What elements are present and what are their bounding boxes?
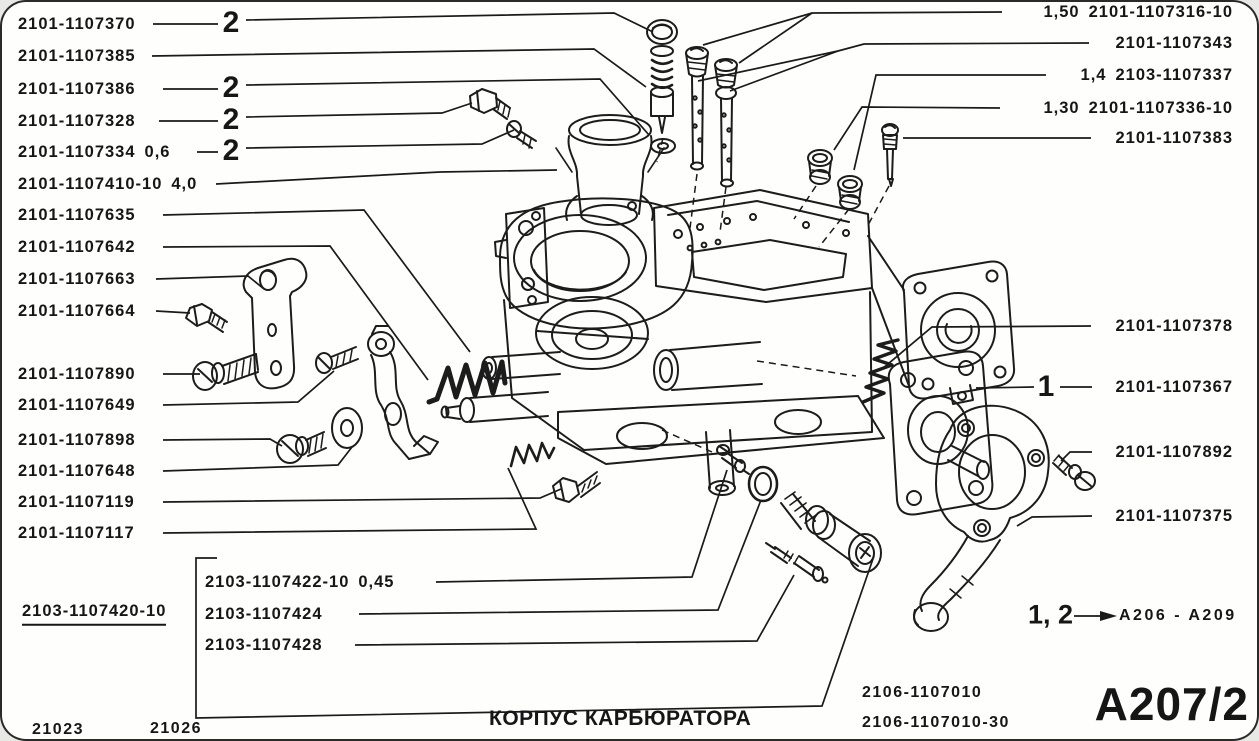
part-number-label: 2101-1107385	[18, 46, 136, 65]
position-callout: 1	[1037, 370, 1055, 403]
part-hex-screw-top	[469, 88, 511, 120]
part-number-label: 2101-1107642	[18, 237, 136, 256]
assembly-code: 2106-1107010-30	[862, 714, 1010, 731]
part-number-label: 2101-1107664	[18, 301, 136, 320]
part-number-label: 2103-1107424	[205, 604, 323, 623]
part-venturi	[555, 114, 665, 226]
quantity-callout: 2	[222, 103, 240, 136]
quantity-callout: 2	[222, 6, 240, 39]
part-plug-337	[807, 149, 833, 185]
note-arrow-icon	[1100, 611, 1117, 621]
part-number-label: 2101-1107119	[18, 492, 135, 511]
part-number-label: 2101-1107635	[18, 205, 136, 224]
part-number-label: 2101-1107663	[18, 269, 136, 288]
part-screw-890	[192, 353, 259, 391]
part-lever	[367, 325, 439, 460]
part-number-label: 2101-1107898	[18, 430, 136, 449]
part-number-label: 2101-1107343	[1115, 33, 1233, 52]
note-positions: 1, 2	[1028, 599, 1074, 630]
part-number-label: 2101-1107117	[18, 523, 135, 542]
part-pump-spring	[861, 338, 900, 404]
part-number-label: 2101-1107890	[18, 364, 136, 383]
page-title: КОРПУС КАРБЮРАТОРА	[489, 707, 752, 730]
part-screw-898	[276, 431, 327, 464]
part-number-label: 2101-1107648	[18, 461, 136, 480]
part-coil-spring	[426, 359, 508, 405]
part-number-label: 2101-1107386	[18, 79, 136, 98]
group-part-number-label: 2103-1107420-10	[22, 601, 167, 626]
part-number-label: 2103-1107428	[205, 635, 323, 654]
part-number-label: 2101-1107367	[1115, 377, 1233, 396]
part-number-label: 2101-1107649	[18, 395, 136, 414]
part-o-ring	[747, 465, 779, 503]
part-number-label: 2101-1107328	[18, 111, 136, 130]
quantity-callout: 2	[222, 71, 240, 104]
part-solenoid-valve	[780, 491, 882, 573]
part-number-label: 2101-1107378	[1115, 316, 1233, 335]
part-bracket	[242, 257, 308, 390]
carburetor-body	[440, 189, 1016, 496]
part-number-label: 2101-1107375	[1115, 506, 1233, 525]
part-needle	[765, 542, 829, 584]
part-adjusting-screw	[646, 19, 678, 154]
part-main-jets-emulsion-tubes	[685, 46, 738, 188]
part-needle-screw-383	[881, 123, 899, 187]
part-number-label: 2101-1107383	[1115, 128, 1233, 147]
assembly-code: 2106-1107010	[862, 684, 983, 701]
part-screw-649	[315, 346, 359, 374]
note-reference: A206 - A209	[1119, 607, 1237, 624]
part-small-spring	[509, 441, 556, 468]
part-pump-cover	[913, 404, 1050, 632]
part-needle-jet	[716, 444, 750, 475]
sheet-number: A207/2	[1094, 678, 1249, 730]
part-hex-bolt	[185, 303, 228, 333]
part-number-label: 2101-1107370	[18, 14, 136, 33]
part-number-label: 2101-1107892	[1115, 442, 1233, 461]
part-washer	[331, 407, 363, 449]
model-code: 21026	[150, 720, 202, 737]
part-screw-892	[1052, 454, 1096, 491]
quantity-callout: 2	[222, 134, 240, 167]
part-small-screw-top	[506, 120, 537, 149]
part-bolt-119	[552, 471, 601, 503]
leader-lines	[151, 11, 1102, 719]
model-code: 21023	[32, 721, 84, 738]
part-plug-336	[837, 175, 863, 210]
